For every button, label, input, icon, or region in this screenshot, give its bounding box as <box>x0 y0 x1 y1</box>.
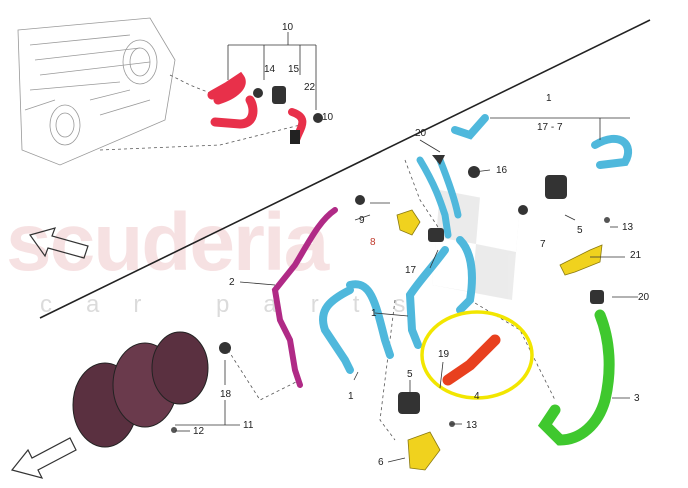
guide-dash-lower <box>379 299 396 441</box>
callout-18: 18 <box>220 389 232 400</box>
orange-hose-part-4[interactable] <box>442 334 501 386</box>
charcoal-canister-part-11[interactable] <box>72 331 209 448</box>
guide-dash-engine <box>169 74 216 96</box>
t-connector-part-20[interactable] <box>432 155 445 165</box>
callout-13-upper: 13 <box>622 222 634 233</box>
callout-9: 9 <box>359 215 365 226</box>
valve-part-5-upper[interactable] <box>545 175 567 199</box>
callout-21: 21 <box>630 250 642 261</box>
callout-14: 14 <box>264 64 276 75</box>
bolt-part-12[interactable] <box>171 427 177 433</box>
clamp-part-14[interactable] <box>253 88 263 98</box>
callout-3: 3 <box>634 393 640 404</box>
yellow-bracket-part-8[interactable] <box>396 209 421 236</box>
callout-7: 7 <box>540 239 546 250</box>
valve-part-15[interactable] <box>272 86 286 104</box>
guide-dash-right <box>469 299 556 401</box>
direction-arrow-upper-left-icon <box>29 227 89 259</box>
callout-19: 19 <box>438 349 450 360</box>
callout-16: 16 <box>496 165 508 176</box>
callout-8: 8 <box>370 237 376 248</box>
callout-13-lower: 13 <box>466 420 478 431</box>
callout-11: 11 <box>243 420 254 431</box>
cyan-hose-group[interactable] <box>319 114 633 374</box>
callout-5-upper: 5 <box>577 225 583 236</box>
callout-15: 15 <box>288 64 300 75</box>
callout-22: 22 <box>304 82 316 93</box>
guide-dash-engine-2 <box>99 124 301 151</box>
watermark-brand: scuderia <box>6 197 331 288</box>
green-hose-part-3[interactable] <box>537 309 615 446</box>
highlight-ring <box>420 310 534 400</box>
callout-4: 4 <box>474 391 480 402</box>
callout-10-right: 10 <box>322 112 334 123</box>
valve-part-5-lower[interactable] <box>398 392 420 414</box>
leader-lines <box>175 32 638 463</box>
yellow-bracket-part-6[interactable] <box>407 431 441 471</box>
callout-2: 2 <box>229 277 235 288</box>
callout-17-mid: 17 <box>405 265 417 276</box>
callout-1-lower: 1 <box>348 391 354 402</box>
guide-dash-canister <box>227 349 301 401</box>
callout-1-mid: 1 <box>371 308 377 319</box>
clamp-part-9[interactable] <box>355 195 365 205</box>
engine-block-sketch <box>17 17 176 166</box>
section-divider-line <box>39 19 651 319</box>
clamp-part-18[interactable] <box>219 342 231 354</box>
hose-end-cap <box>290 130 300 144</box>
clamp-part-7[interactable] <box>518 205 528 215</box>
clamp-part-10-right[interactable] <box>313 113 323 123</box>
direction-arrow-lower-left-icon <box>10 437 77 479</box>
bolt-part-13-upper[interactable] <box>604 217 610 223</box>
callout-17-7: 17 - 7 <box>537 122 563 133</box>
magenta-hose-part-2[interactable] <box>271 207 338 388</box>
guide-dash-upper <box>404 159 441 231</box>
callout-6: 6 <box>378 457 384 468</box>
callout-10-top: 10 <box>282 22 294 33</box>
yellow-bracket-part-21[interactable] <box>559 244 603 276</box>
clamp-part-20-right[interactable] <box>590 290 604 304</box>
callout-5-lower: 5 <box>407 369 413 380</box>
callout-20-top: 20 <box>415 128 427 139</box>
callout-12: 12 <box>193 426 205 437</box>
valve-part-17-mid[interactable] <box>428 228 444 242</box>
callout-20-right: 20 <box>638 292 650 303</box>
red-hose-part-10[interactable] <box>207 71 258 129</box>
callout-1-top: 1 <box>546 93 552 104</box>
checkered-flag-watermark <box>432 190 520 300</box>
